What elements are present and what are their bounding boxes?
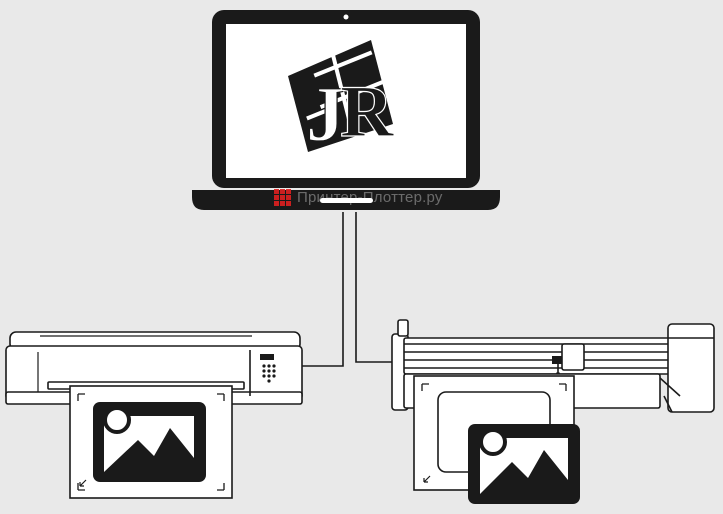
laptop: J R: [192, 10, 500, 210]
r-letter-logo-icon: J R: [288, 40, 396, 158]
svg-text:J: J: [306, 70, 345, 157]
printer-control-panel: [260, 354, 276, 383]
plotter-carriage: [561, 343, 585, 371]
laptop-camera: [343, 14, 349, 20]
plotter-right-cap: [667, 323, 715, 413]
cable-to-plotter: [355, 212, 405, 363]
plotter-crop-marks: [421, 383, 567, 391]
sheet-crop-marks: [77, 393, 225, 491]
cables: [300, 212, 405, 367]
image-placeholder-icon: [93, 402, 206, 482]
inkjet-printer: [5, 331, 303, 499]
cable-to-printer: [300, 212, 344, 367]
cutting-plotter: [391, 319, 715, 504]
watermark: Принтер-Плоттер.ру: [274, 187, 443, 207]
watermark-logo-icon: [274, 188, 291, 206]
image-placeholder-icon: [468, 424, 580, 504]
svg-text:R: R: [340, 71, 395, 153]
watermark-text: Принтер-Плоттер.ру: [297, 188, 443, 206]
laptop-trackpad-notch: [320, 198, 373, 203]
